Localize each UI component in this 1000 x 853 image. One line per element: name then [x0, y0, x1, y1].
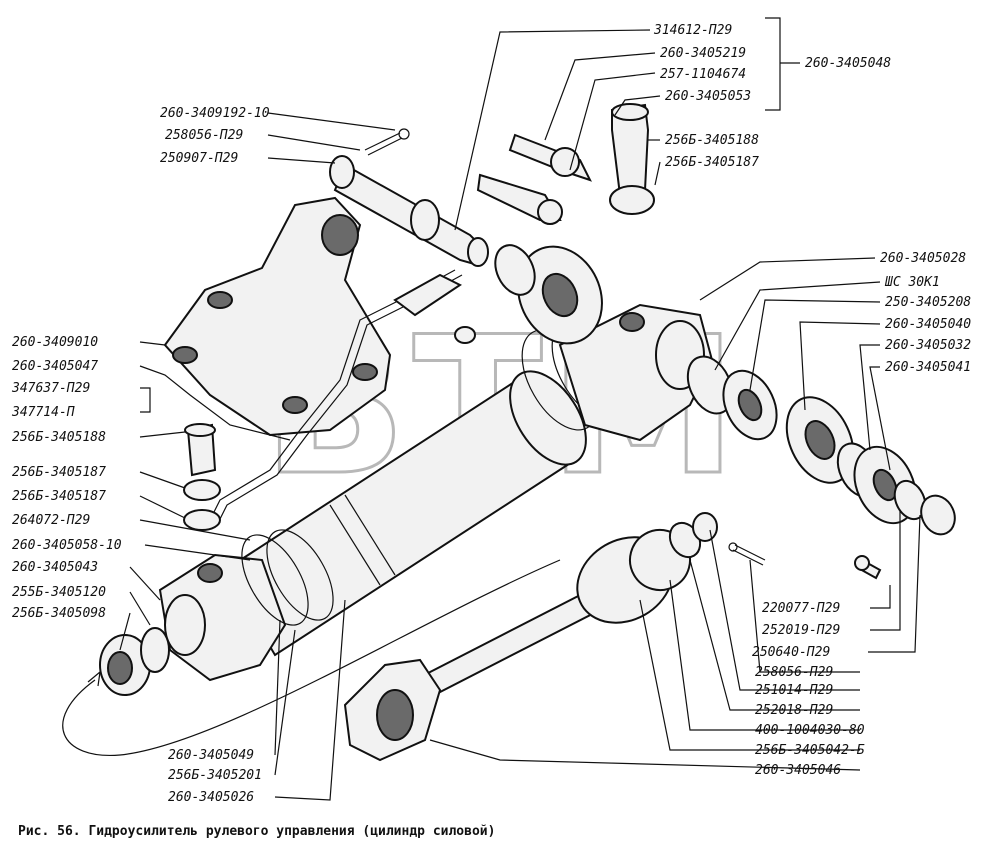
cylinder-tube — [223, 370, 587, 657]
label-256b-3405188-left: 256Б-3405188 — [12, 430, 106, 445]
small-screw — [854, 555, 882, 580]
label-260-3405047: 260-3405047 — [12, 359, 98, 374]
end-nut — [99, 627, 170, 696]
label-400-1004030-80: 400-1004030-80 — [755, 723, 865, 738]
union-bolt — [183, 423, 221, 531]
cylinder-head — [558, 303, 714, 442]
label-256b-3405098: 256Б-3405098 — [12, 606, 106, 621]
label-252018-p29: 252018-П29 — [755, 703, 833, 718]
label-252019-p29: 252019-П29 — [762, 623, 840, 638]
part-labels: 314612-П29 260-3405219 257-1104674 260-3… — [11, 23, 971, 805]
label-260-3409192-10: 260-3409192-10 — [160, 106, 270, 121]
bearing-assembly — [686, 355, 956, 536]
label-258056-p29-top: 258056-П29 — [165, 128, 243, 143]
rod-cotter-pin — [728, 542, 766, 566]
label-250907-p29: 250907-П29 — [160, 151, 238, 166]
cotter-pin — [364, 128, 410, 156]
label-260-3405049: 260-3405049 — [168, 748, 254, 763]
figure-caption: Рис. 56. Гидроусилитель рулевого управле… — [18, 824, 495, 839]
banjo-bolt — [609, 103, 655, 215]
hydraulic-tube — [209, 269, 456, 521]
label-255b-3405120: 255Б-3405120 — [12, 585, 106, 600]
label-264072-p29: 264072-П29 — [12, 513, 90, 528]
label-256b-3405188-top: 256Б-3405188 — [665, 133, 759, 148]
label-250640-p29: 250640-П29 — [752, 645, 830, 660]
assembly-arrow — [62, 559, 561, 756]
label-258056-p29-bottom: 258056-П29 — [755, 665, 833, 680]
mounting-bracket — [163, 196, 392, 437]
label-260-3405046: 260-3405046 — [755, 763, 841, 778]
assembly-arrowhead — [87, 670, 101, 687]
label-220077-p29: 220077-П29 — [762, 601, 840, 616]
label-347714-p: 347714-П — [11, 405, 75, 420]
label-shs-30k1: ШС 30К1 — [884, 275, 940, 290]
label-251014-p29: 251014-П29 — [755, 683, 833, 698]
leader-lines — [119, 17, 921, 801]
label-257-1104674: 257-1104674 — [660, 67, 746, 82]
label-256b-3405042-b: 256Б-3405042-Б — [755, 743, 865, 758]
rod-eye — [343, 658, 442, 762]
upper-flange — [494, 244, 603, 345]
tube-fitting — [393, 273, 476, 344]
cylinder-end-cap — [158, 553, 287, 682]
label-260-3405053: 260-3405053 — [665, 89, 751, 104]
pivot-bolt — [329, 155, 489, 267]
label-314612-p29: 314612-П29 — [653, 23, 732, 38]
label-256b-3405187-left-a: 256Б-3405187 — [12, 465, 106, 480]
label-260-3405219: 260-3405219 — [660, 46, 746, 61]
label-260-3405058-10: 260-3405058-10 — [12, 538, 122, 553]
label-260-3405032: 260-3405032 — [885, 338, 971, 353]
label-250-3405208: 250-3405208 — [885, 295, 971, 310]
label-256b-3405201: 256Б-3405201 — [168, 768, 262, 783]
label-347637-p29: 347637-П29 — [11, 381, 90, 396]
label-260-3405048: 260-3405048 — [805, 56, 891, 71]
label-260-3405026: 260-3405026 — [168, 790, 254, 805]
label-260-3405028: 260-3405028 — [880, 251, 966, 266]
piston-rod — [393, 512, 718, 712]
label-260-3405040: 260-3405040 — [885, 317, 971, 332]
label-256b-3405187-top: 256Б-3405187 — [665, 155, 759, 170]
label-260-3405043: 260-3405043 — [12, 560, 98, 575]
label-260-3409010: 260-3409010 — [12, 335, 98, 350]
label-260-3405041: 260-3405041 — [885, 360, 971, 375]
hydraulic-tube-edge — [216, 274, 463, 526]
hose-fittings — [476, 133, 592, 225]
label-256b-3405187-left-b: 256Б-3405187 — [12, 489, 106, 504]
